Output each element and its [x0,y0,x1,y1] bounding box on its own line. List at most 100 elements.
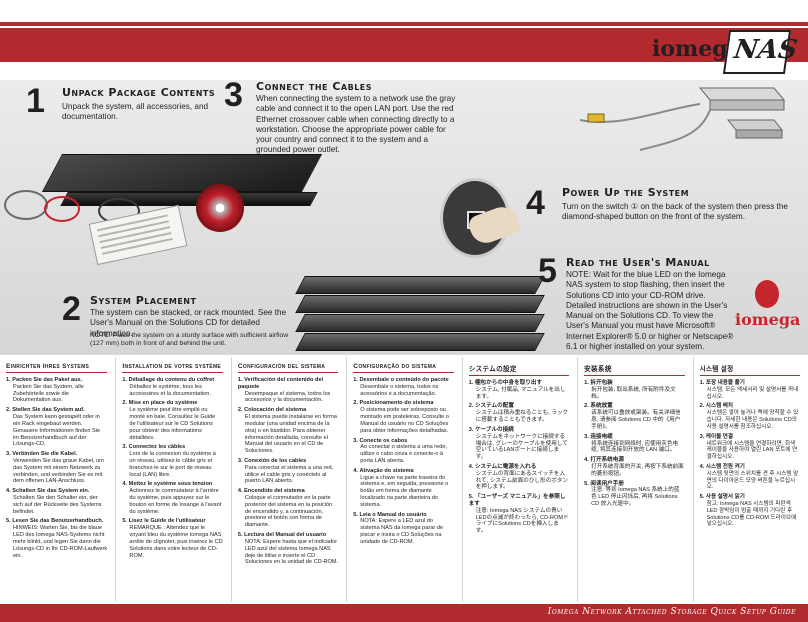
step-1-body: Unpack the system, all accessories, and … [62,102,209,122]
step-item-heading: ケーブルの接続 [474,426,514,433]
step-item-number: 5. [699,494,705,501]
step-item-number: 5. [468,494,474,501]
step-item-heading: Conexión de los cables [244,457,307,464]
footer-bar: Iomega Network Attached Storage Quick Se… [0,604,808,622]
step-item-text: El sistema puede instalarse en forma mod… [244,414,337,455]
step-item-text: Verwenden Sie das graue Kabel, um das Sy… [13,457,104,485]
header: Setting Up Your System iomega NAS [0,0,808,86]
step-item-heading: Lesen Sie das Benutzerhandbuch. [12,518,104,525]
step-item-heading: 阅读用户手册 [590,480,624,487]
nas-unit-front [60,192,318,206]
step-item-text: 该系统可以叠放或架装。有关详细信息, 请参阅 Solutions CD 中的《用… [591,410,681,430]
step-item-text: Actionnez le commutateur à l'arrière du … [129,488,222,515]
step-item-heading: Ativação do sistema [359,467,414,474]
column-step-item: 3. ケーブルの接続システムをネットワークに接続する場合は, グレーのケーブルを… [469,427,569,461]
step-3-title: Connect the Cables [256,80,373,93]
column-step-item: 3. Verbinden Sie die Kabel.Verwenden Sie… [6,451,107,485]
step-item-text: システムの背面にあるスイッチを入れて, システム前面のひし形のボタンを押します。 [475,470,568,491]
step-item-number: 5. [237,532,243,539]
column-step-item: 3. 连接电缆将系统连接到网络时, 应使用灰色电缆, 将其连接到开放的 LAN … [584,434,684,454]
column-step-item: 4. システムに電源を入れるシステムの背面にあるスイッチを入れて, システム前面… [469,464,569,491]
step-item-text: 참고: Iomega NAS 시스템의 파란색 LED 깜박임이 멈출 때까지 … [706,501,797,528]
step-item-number: 5. [122,518,128,525]
step-4-body: Turn on the switch ① on the back of the … [562,202,788,222]
step-item-heading: 连接电缆 [590,433,613,440]
step-item-number: 1. [237,377,243,383]
step-2-note: NOTE: Place the system on a sturdy surfa… [90,332,289,348]
step-3-body: When connecting the system to a network … [256,94,456,155]
step-4-title: Power Up the System [562,186,690,199]
logo-nas-frame: NAS [722,30,799,74]
step-item-number: 4. [584,457,589,464]
column-step-item: 5. 「ユーザーズ マニュアル」を参照します注意: Iomega NAS システ… [469,494,569,535]
step-item-text: Lors de la connexion du système à un rés… [129,451,216,478]
step-item-number: 4. [353,467,358,474]
column-heading: システムの設定 [468,363,570,376]
step-item-heading: Desembale o conteúdo do pacote [359,377,449,383]
step-item-number: 2. [6,407,11,414]
step-item-number: 2. [122,400,128,407]
footer-text: Iomega Network Attached Storage Quick Se… [547,607,796,617]
lan-plug-shape [587,113,605,123]
step-item-text: Packen Sie das System, alle Zubehörteile… [13,383,84,404]
step-item-heading: Déballage du contenu du coffret [128,377,215,383]
column-step-item: 4. 打开系统电源打开系统背面的开关, 再按下系统前面的菱形按钮。 [584,457,684,477]
step-1-number: 1 [26,82,45,120]
step-item-number: 1. [468,380,474,386]
network-switch-shape [698,87,786,111]
step-item-heading: 拆开包装 [590,380,613,386]
step-item-text: Ligue a chave na parte traseira do siste… [360,474,449,508]
step-item-heading: Schalten Sie das System ein. [12,488,90,495]
step-item-heading: 케이블 연결 [705,433,734,440]
step-item-text: REMARQUE : Attendez que le voyant bleu d… [129,525,223,559]
iomega-dot-icon [755,280,779,308]
step-item-text: Le système peut être empilé ou monté en … [129,407,216,441]
step-item-number: 1. [6,377,11,383]
step-item-number: 5. [353,511,358,518]
step-item-text: O sistema pode ser sobreposto ou montado… [360,407,449,434]
step-item-heading: Lisez le Guide de l'utilisateur [128,518,206,525]
step-1-title: Unpack Package Contents [62,86,216,99]
step-item-text: Desempaque el sistema, todos los accesor… [244,390,331,404]
step-item-text: 네트워크에 시스템을 연결하려면, 회색 케이블을 사용하여 열린 LAN 포트… [706,440,798,461]
step-item-number: 4. [6,488,11,495]
step-item-number: 2. [353,400,358,407]
step-4-number: 4 [526,184,545,222]
step-2-title: System Placement [90,294,197,307]
step-item-heading: Packen Sie das Paket aus. [12,377,83,383]
step-item-heading: Conecte os cabos [359,437,408,444]
column-step-item: 5. Lesen Sie das Benutzerhandbuch.HINWEI… [6,518,107,559]
step-item-text: 시스템, 모든 액세서리 및 설명서를 꺼내십시오. [706,386,799,400]
step-item-number: 4. [122,481,128,488]
stacked-unit-3 [295,314,545,332]
step-item-number: 4. [699,463,705,470]
step-item-heading: Posicionamento do sistema [359,400,434,407]
step-item-number: 5. [584,480,589,487]
step-item-number: 1. [699,380,705,386]
step-item-text: 打开系统背面的开关, 再按下系统前面的菱形按钮。 [591,463,684,477]
step-item-heading: Colocación del sistema [244,407,307,414]
illustrated-steps: 1 Unpack Package Contents Unpack the sys… [0,80,808,355]
column-heading: 安装系统 [584,363,685,376]
nas-unit-illustration [41,154,323,192]
solutions-cd-illustration [196,184,244,232]
step-5-title: Read the User's Manual [566,256,710,269]
step-item-heading: 系统放置 [590,403,613,410]
stacked-unit-4 [295,333,545,351]
step-item-heading: Leia o Manual do usuário [359,511,427,518]
step-item-text: システムをネットワークに接続する場合は, グレーのケーブルを使用して空いているL… [475,433,568,461]
